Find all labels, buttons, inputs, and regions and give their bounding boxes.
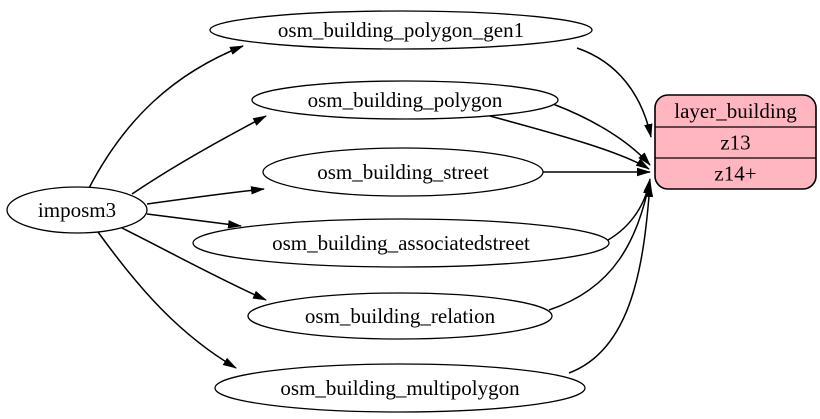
record-title: layer_building [674, 99, 797, 123]
edge-osm_building_multipolygon-to-z14+ [568, 183, 654, 374]
node-ellipse-osm_building_street [262, 147, 544, 197]
node-ellipse-osm_building_relation [247, 292, 553, 340]
node-label-osm_building_street: osm_building_street [317, 160, 489, 184]
node-osm_building_multipolygon: osm_building_multipolygon [214, 363, 586, 413]
node-label-imposm3: imposm3 [38, 198, 116, 222]
record-layer: layer_building z13 z14+ [654, 94, 817, 190]
node-osm_building_street: osm_building_street [262, 147, 544, 197]
node-osm_building_polygon: osm_building_polygon [251, 80, 559, 120]
node-label-osm_building_polygon_gen1: osm_building_polygon_gen1 [278, 18, 524, 42]
record-body [654, 94, 817, 190]
record-row-z14plus: z14+ [714, 162, 756, 186]
node-osm_building_associatedstreet: osm_building_associatedstreet [192, 218, 610, 268]
node-ellipse-imposm3 [6, 186, 148, 234]
node-label-osm_building_polygon: osm_building_polygon [308, 88, 503, 112]
node-layer: imposm3 osm_building_polygon_gen1 osm_buil… [6, 10, 610, 413]
node-imposm3: imposm3 [6, 186, 148, 234]
edge-imposm3-to-osm_building_polygon [131, 115, 267, 195]
record-row-z13: z13 [720, 131, 750, 155]
edge-osm_building_polygon-to-z14+ [489, 115, 650, 170]
edge-imposm3-to-osm_building_associatedstreet [146, 213, 242, 229]
edge-osm_building_polygon_gen1-to-z13 [576, 47, 653, 138]
edge-imposm3-to-osm_building_polygon_gen1 [87, 45, 244, 191]
edge-osm_building_polygon-to-z14+ [552, 103, 651, 166]
node-label-osm_building_associatedstreet: osm_building_associatedstreet [272, 231, 530, 255]
node-ellipse-osm_building_associatedstreet [192, 218, 610, 268]
edge-imposm3-to-osm_building_relation [121, 227, 267, 301]
node-osm_building_relation: osm_building_relation [247, 292, 553, 340]
edge-imposm3-to-osm_building_street [146, 186, 265, 205]
node-label-osm_building_multipolygon: osm_building_multipolygon [280, 376, 520, 400]
node-ellipse-osm_building_multipolygon [214, 363, 586, 413]
node-ellipse-osm_building_polygon_gen1 [209, 10, 593, 50]
edge-osm_building_associatedstreet-to-z14+ [607, 178, 653, 241]
node-layer_building: layer_building z13 z14+ [654, 94, 817, 190]
node-label-osm_building_relation: osm_building_relation [305, 304, 496, 328]
node-ellipse-osm_building_polygon [251, 80, 559, 120]
edge-osm_building_relation-to-z14+ [548, 180, 652, 311]
edge-layer [87, 45, 654, 374]
node-osm_building_polygon_gen1: osm_building_polygon_gen1 [209, 10, 593, 50]
edge-imposm3-to-osm_building_multipolygon [97, 231, 237, 369]
